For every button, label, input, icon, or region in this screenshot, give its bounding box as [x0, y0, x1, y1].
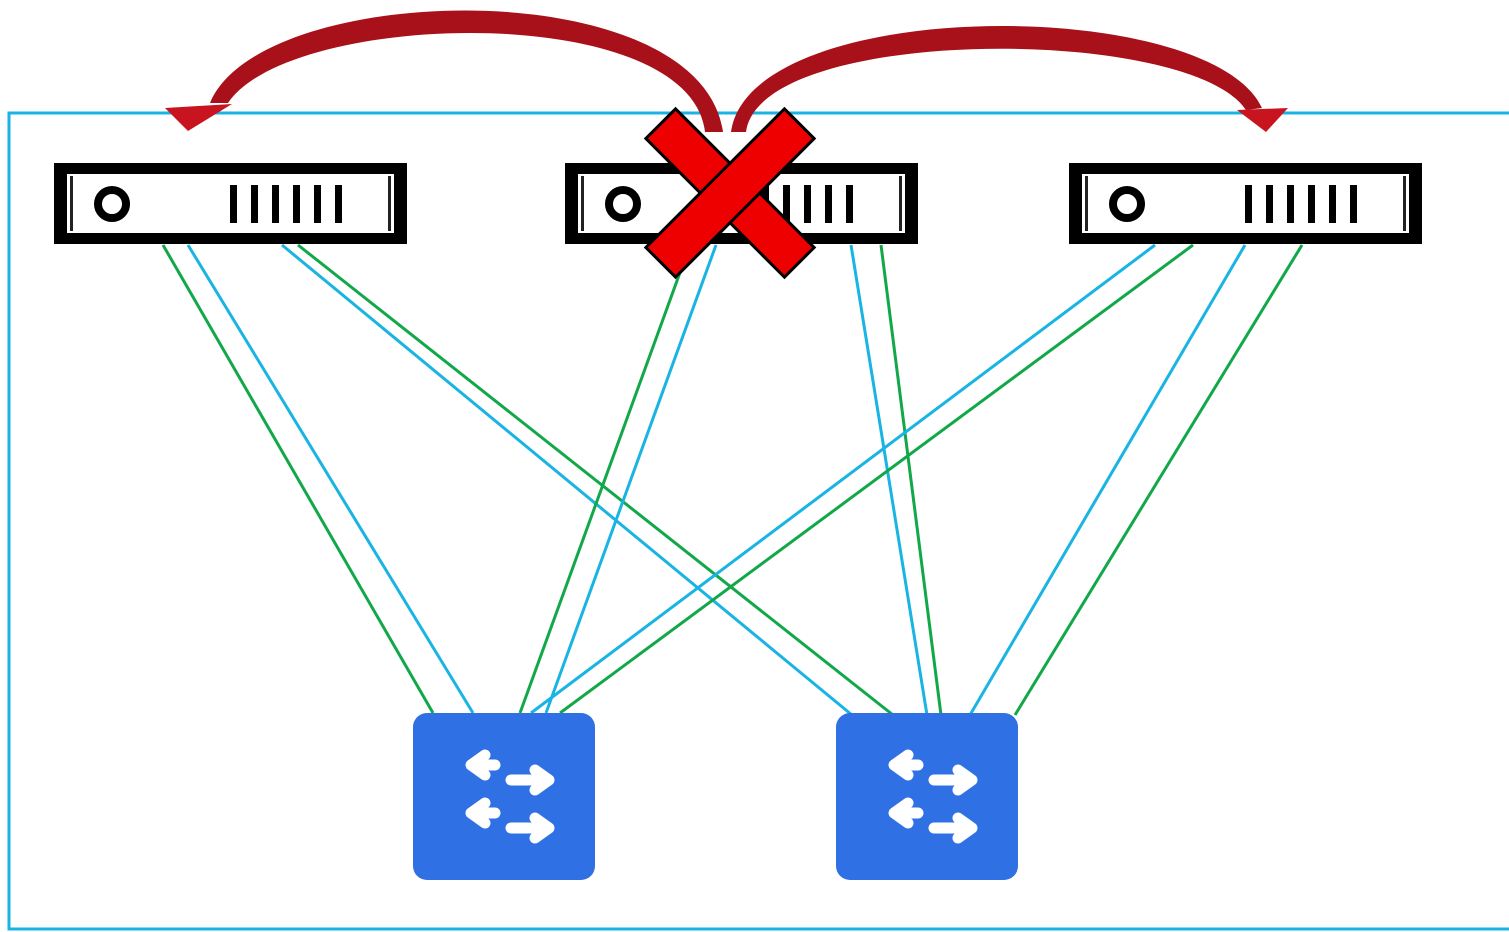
link-server2-switch2-green	[879, 244, 943, 716]
switch-2	[836, 713, 1018, 880]
rack-server-icon	[54, 163, 407, 244]
link-server3-switch2-green	[1013, 244, 1304, 716]
server-1	[54, 163, 407, 244]
cluster-boundary	[7, 111, 1509, 931]
switch-arrows-icon	[836, 713, 1018, 880]
server-3	[1069, 163, 1422, 244]
failure-marker	[643, 106, 817, 280]
link-server3-switch1-green	[559, 243, 1194, 715]
link-server1-switch1-blue	[186, 244, 475, 714]
curved-arrow-icon	[210, 10, 723, 132]
link-server3-switch2-blue	[968, 244, 1247, 716]
red-x-icon	[643, 106, 817, 280]
rack-server-icon	[1069, 163, 1422, 244]
arrowhead-right	[1237, 108, 1288, 132]
link-server1-switch2-green	[297, 243, 894, 717]
link-server1-switch2-blue	[281, 243, 853, 717]
link-server1-switch1-green	[161, 244, 435, 714]
switch-1	[413, 713, 595, 880]
switch-arrows-icon	[413, 713, 595, 880]
link-server2-switch1-blue	[544, 244, 718, 714]
link-server2-switch1-green	[518, 244, 692, 714]
failover-arrow-right	[731, 26, 1288, 132]
links-layer	[161, 243, 1304, 717]
arrowhead-left	[165, 104, 232, 131]
failover-arrow-left	[165, 10, 723, 132]
link-server3-switch1-blue	[530, 243, 1156, 715]
link-server2-switch2-blue	[849, 244, 929, 716]
curved-arrow-icon	[731, 26, 1262, 132]
